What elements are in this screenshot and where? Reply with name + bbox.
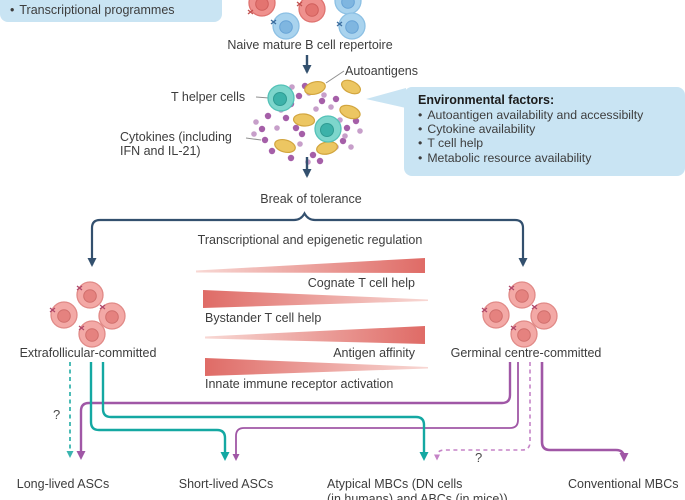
bullet-glyph: • — [418, 150, 423, 165]
autoantigen-milieu-cluster — [245, 70, 363, 165]
outcome-atypical-mbcs-line1: Atypical MBCs (DN cells — [327, 477, 463, 491]
gc-to-conventional-arrow — [540, 362, 629, 462]
extrafollicular-output-arrows — [66, 362, 429, 461]
environmental-factors-box: Environmental factors: • Autoantigen avai… — [404, 87, 685, 176]
pink-cell — [508, 281, 536, 309]
t-helper-cells-label: T helper cells — [171, 90, 246, 104]
red-b-cell — [247, 0, 276, 17]
ef-to-shortlived-arrow — [89, 362, 230, 461]
branch-bracket — [87, 211, 528, 267]
env-item-label: Autoantigen availability and accessibilt… — [427, 108, 644, 122]
autoantigens-label: Autoantigens — [345, 64, 418, 78]
break-of-tolerance-label: Break of tolerance — [260, 192, 362, 206]
gradient-wedges — [196, 258, 428, 376]
gc-to-shortlived-arrow — [232, 362, 519, 461]
wedge-cognate-t-cell-help — [196, 258, 425, 273]
top-box-item-label: Transcriptional programmes — [19, 3, 175, 17]
cytokines-label-line1: Cytokines (including — [120, 130, 232, 144]
wedge-bystander-t-cell-help — [203, 290, 428, 308]
bystander-t-cell-help-label: Bystander T cell help — [205, 311, 322, 325]
red-b-cell — [296, 0, 326, 23]
env-box-item: • Metabolic resource availability — [418, 151, 685, 165]
pink-cell — [78, 320, 106, 348]
pink-cell — [98, 302, 126, 330]
cytokine-dots — [251, 82, 363, 165]
env-item-label: Cytokine availability — [427, 122, 536, 137]
extrafollicular-cluster — [49, 281, 126, 348]
naive-b-cell-label: Naive mature B cell repertoire — [227, 38, 393, 52]
env-box-item: • Cytokine availability — [418, 122, 685, 136]
bullet-glyph: • — [10, 3, 15, 17]
wedge-innate-immune-receptor-activation — [205, 358, 428, 376]
outcome-conventional-mbcs: Conventional MBCs — [568, 477, 679, 491]
outcome-atypical-mbcs-line2: (in humans) and ABCs (in mice)) — [327, 492, 508, 500]
bullet-glyph: • — [418, 136, 423, 151]
bullet-glyph: • — [418, 108, 423, 122]
wedge-antigen-affinity — [205, 326, 425, 344]
env-box-pointer — [366, 88, 406, 108]
gc-to-atypical-dashed-arrow — [434, 362, 531, 461]
naive-b-cell-cluster — [247, 0, 366, 40]
extrafollicular-label: Extrafollicular-committed — [19, 346, 157, 360]
uncertainty-question-mark-right: ? — [475, 450, 483, 465]
env-box-title: Environmental factors: — [418, 93, 555, 107]
ef-to-atypical-arrow — [101, 362, 429, 461]
blue-b-cell — [336, 12, 366, 40]
cytokines-label-line2: IFN and IL-21) — [120, 144, 201, 158]
pink-cell — [481, 301, 510, 329]
env-item-label: T cell help — [427, 136, 484, 151]
pink-cell — [76, 281, 104, 309]
env-item-label: Metabolic resource availability — [427, 150, 592, 165]
germinal-centre-cluster — [481, 281, 558, 348]
pink-cell — [530, 302, 558, 330]
autoantigen-ovals — [274, 79, 361, 155]
top-box-bullet-item: • Transcriptional programmes — [10, 3, 175, 17]
germinal-centre-label: Germinal centre-committed — [450, 346, 602, 360]
regulation-label: Transcriptional and epigenetic regulatio… — [197, 233, 423, 247]
cognate-t-cell-help-label: Cognate T cell help — [307, 276, 415, 290]
env-box-item: • Autoantigen availability and accessibil… — [418, 108, 685, 122]
antigen-affinity-label: Antigen affinity — [333, 346, 415, 360]
autoantigens-leader-line — [325, 70, 345, 84]
t-helper-leader-line — [255, 96, 270, 99]
t-helper-cell — [267, 84, 295, 112]
t-helper-cell — [314, 115, 342, 143]
env-box-item: • T cell help — [418, 136, 685, 150]
blue-b-cell — [334, 0, 362, 15]
pink-cell — [49, 301, 78, 329]
blue-b-cell — [270, 12, 300, 40]
outcome-short-lived-ascs: Short-lived ASCs — [178, 477, 274, 491]
cytokines-leader-line — [245, 137, 262, 141]
germinal-output-arrows — [76, 362, 629, 462]
uncertainty-question-mark-left: ? — [53, 407, 61, 422]
gc-to-longlived-arrow — [76, 362, 512, 460]
transcriptional-programmes-box: • Transcriptional programmes — [0, 0, 222, 22]
bullet-glyph: • — [418, 122, 423, 137]
innate-immune-receptor-activation-label: Innate immune receptor activation — [205, 377, 394, 391]
outcome-long-lived-ascs: Long-lived ASCs — [16, 477, 110, 491]
pink-cell — [510, 320, 538, 348]
